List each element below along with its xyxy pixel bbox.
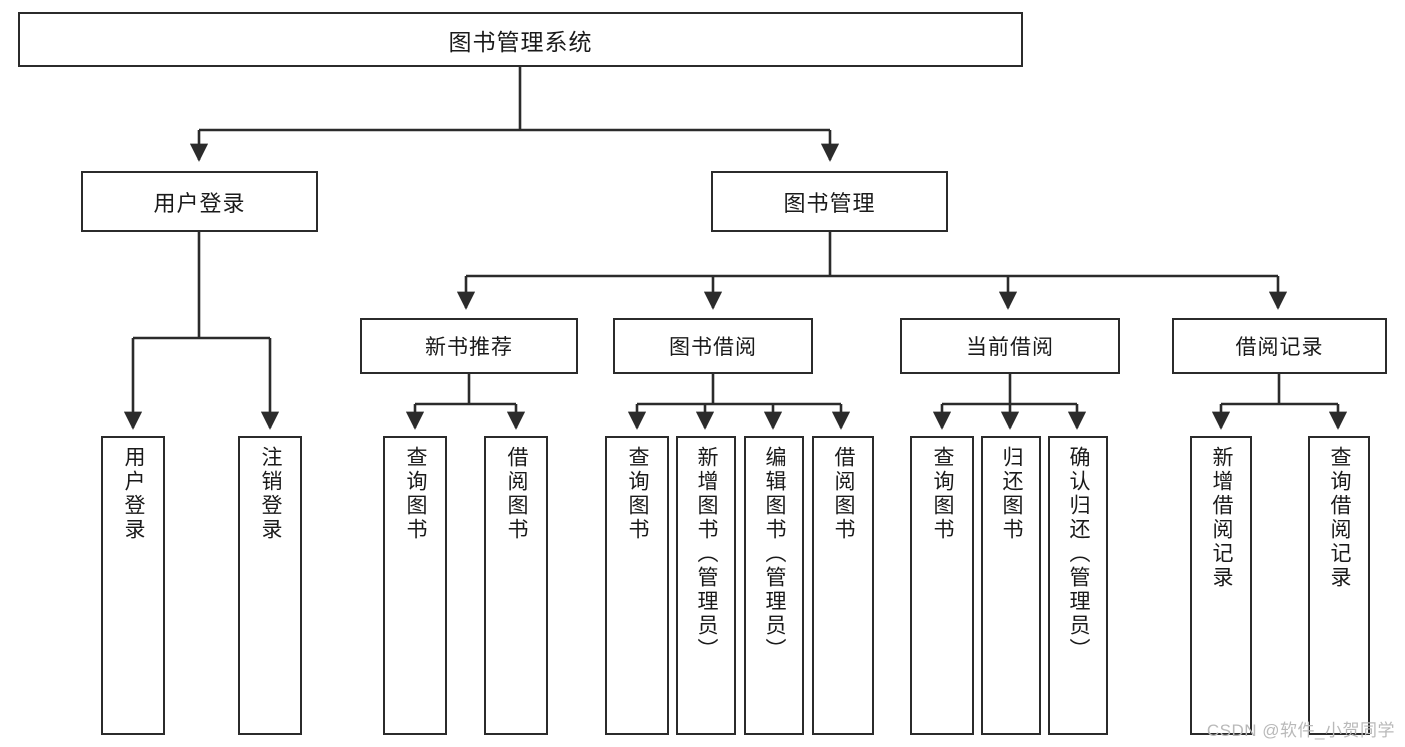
node-label: 查询图书 xyxy=(626,446,650,542)
node-label: 注销登录 xyxy=(259,446,283,542)
node-leaf-query-book-2[interactable]: 查询图书 xyxy=(605,436,669,735)
node-label: 借阅图书 xyxy=(832,446,856,542)
node-label: 用户登录 xyxy=(122,446,146,542)
node-label: 归还图书 xyxy=(1000,446,1024,542)
node-book-borrow[interactable]: 图书借阅 xyxy=(613,318,813,374)
node-leaf-confirm-return[interactable]: 确认归还（管理员） xyxy=(1048,436,1108,735)
node-leaf-query-book-1[interactable]: 查询图书 xyxy=(383,436,447,735)
node-label: 编辑图书（管理员） xyxy=(763,446,787,662)
node-current-borrow[interactable]: 当前借阅 xyxy=(900,318,1120,374)
node-label: 查询借阅记录 xyxy=(1328,446,1352,590)
node-label: 借阅图书 xyxy=(505,446,529,542)
node-label: 图书管理系统 xyxy=(448,28,593,55)
node-leaf-borrow-book-2[interactable]: 借阅图书 xyxy=(812,436,874,735)
node-borrow-record[interactable]: 借阅记录 xyxy=(1172,318,1387,374)
node-leaf-add-book[interactable]: 新增图书（管理员） xyxy=(676,436,736,735)
node-leaf-query-record[interactable]: 查询借阅记录 xyxy=(1308,436,1370,735)
node-label: 图书管理 xyxy=(783,190,876,216)
node-label: 新增图书（管理员） xyxy=(695,446,719,662)
node-label: 查询图书 xyxy=(931,446,955,542)
node-book-manage[interactable]: 图书管理 xyxy=(711,171,948,232)
node-leaf-user-login[interactable]: 用户登录 xyxy=(101,436,165,735)
node-label: 查询图书 xyxy=(404,446,428,542)
node-leaf-return-book[interactable]: 归还图书 xyxy=(981,436,1041,735)
node-user-login[interactable]: 用户登录 xyxy=(81,171,318,232)
node-label: 用户登录 xyxy=(153,190,246,216)
node-leaf-edit-book[interactable]: 编辑图书（管理员） xyxy=(744,436,804,735)
node-leaf-borrow-book-1[interactable]: 借阅图书 xyxy=(484,436,548,735)
node-label: 借阅记录 xyxy=(1235,336,1324,359)
node-label: 当前借阅 xyxy=(966,336,1054,359)
node-label: 图书借阅 xyxy=(669,336,757,359)
node-leaf-query-book-3[interactable]: 查询图书 xyxy=(910,436,974,735)
node-leaf-logout[interactable]: 注销登录 xyxy=(238,436,302,735)
node-label: 新书推荐 xyxy=(425,336,513,359)
watermark-text: CSDN @软件_小贺同学 xyxy=(1206,721,1395,740)
node-label: 新增借阅记录 xyxy=(1210,446,1234,590)
node-new-book-recommend[interactable]: 新书推荐 xyxy=(360,318,578,374)
node-leaf-add-record[interactable]: 新增借阅记录 xyxy=(1190,436,1252,735)
node-root-system[interactable]: 图书管理系统 xyxy=(18,12,1023,67)
node-label: 确认归还（管理员） xyxy=(1067,446,1091,662)
